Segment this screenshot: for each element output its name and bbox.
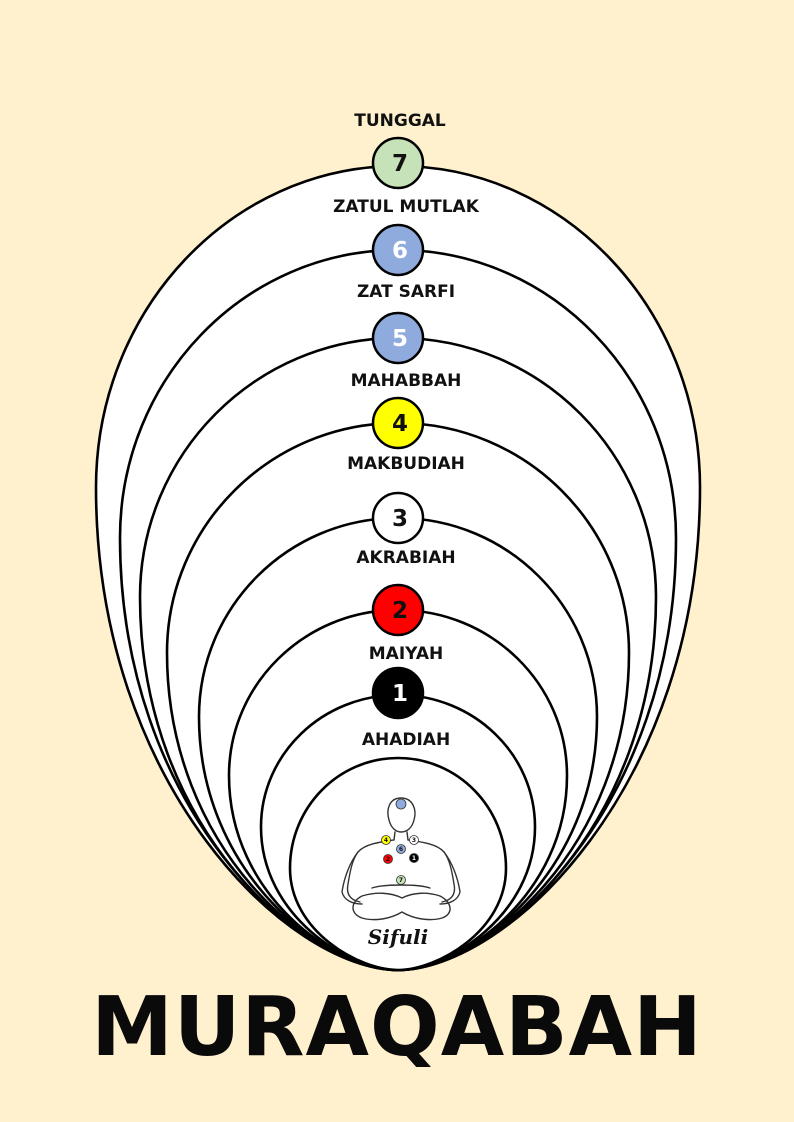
level-4-number: 4	[392, 411, 408, 437]
figure-point-4	[383, 854, 393, 864]
level-7-number: 7	[392, 151, 408, 177]
level-1-number: 1	[392, 681, 408, 707]
level-6-label: ZAT SARFI	[357, 282, 455, 302]
figure-torso-left	[346, 831, 396, 903]
ring-inner	[288, 756, 508, 972]
meditating-figure-outline	[341, 797, 461, 921]
level-circles: 7 6 5 4 3 2 1	[371, 136, 425, 720]
level-3-label: AKRABIAH	[356, 548, 455, 568]
level-3-circle	[371, 491, 425, 545]
meditating-figure: 4 3 6 2 1 7 Sifuli	[341, 797, 461, 949]
figure-point-2-number: 3	[412, 837, 416, 844]
level-5-label: MAHABBAH	[351, 371, 462, 391]
level-2-label: MAIYAH	[369, 644, 443, 664]
level-7-label-above: TUNGGAL	[354, 111, 446, 131]
level-1-label: AHADIAH	[362, 730, 450, 750]
level-1-circle	[371, 666, 425, 720]
brand-signature: Sifuli	[368, 925, 428, 949]
page-title: MURAQABAH	[91, 980, 703, 1075]
level-3-number: 3	[392, 506, 408, 532]
figure-point-1	[381, 835, 391, 845]
level-2-circle	[371, 583, 425, 637]
figure-point-2	[409, 835, 419, 845]
figure-point-3	[396, 844, 406, 854]
level-6-number: 6	[392, 238, 408, 264]
level-7-label: ZATUL MUTLAK	[333, 197, 480, 217]
level-4-circle	[371, 396, 425, 450]
ellipse-rings	[94, 164, 702, 972]
figure-energy-points: 4 3 6 2 1 7	[381, 798, 419, 885]
level-6-circle	[371, 223, 425, 277]
level-7-circle	[371, 136, 425, 190]
figure-point-0	[395, 798, 407, 810]
figure-point-3-number: 6	[399, 846, 403, 853]
figure-point-4-number: 2	[386, 856, 390, 863]
figure-point-6	[396, 875, 406, 885]
figure-head	[387, 797, 416, 833]
figure-waist	[371, 884, 431, 889]
level-2-number: 2	[392, 598, 408, 624]
level-4-label: MAKBUDIAH	[347, 454, 465, 474]
level-labels: TUNGGAL ZATUL MUTLAK ZAT SARFI MAHABBAH MAKB…	[333, 111, 480, 750]
figure-point-1-number: 4	[384, 837, 388, 844]
level-5-circle	[371, 311, 425, 365]
figure-point-6-number: 7	[399, 877, 403, 884]
figure-torso-right	[406, 831, 456, 903]
figure-legs	[352, 892, 451, 921]
level-5-number: 5	[392, 326, 408, 352]
figure-point-5-number: 1	[412, 855, 416, 862]
figure-point-5	[409, 853, 419, 863]
